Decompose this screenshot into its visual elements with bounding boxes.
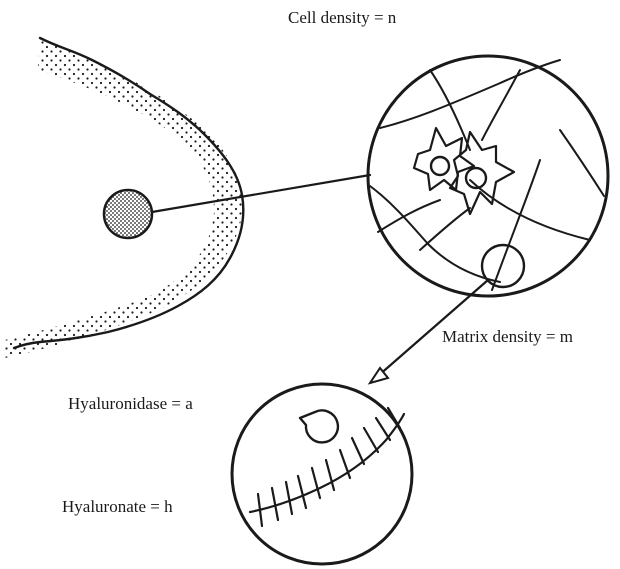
matrix-density-label: Matrix density = m [442, 327, 573, 346]
cell-right [450, 132, 514, 214]
sample-spot [104, 190, 152, 238]
hyaluronidase-enzyme [300, 410, 338, 442]
cell-view-circle [368, 56, 608, 296]
cell-density-label: Cell density = n [288, 8, 397, 27]
hyaluronidase-label: Hyaluronidase = a [68, 394, 193, 413]
hyaluronate-label: Hyaluronate = h [62, 497, 173, 516]
connector-line [152, 175, 370, 212]
matrix-fibers [370, 60, 604, 290]
hyaluronate-chain [250, 408, 404, 526]
